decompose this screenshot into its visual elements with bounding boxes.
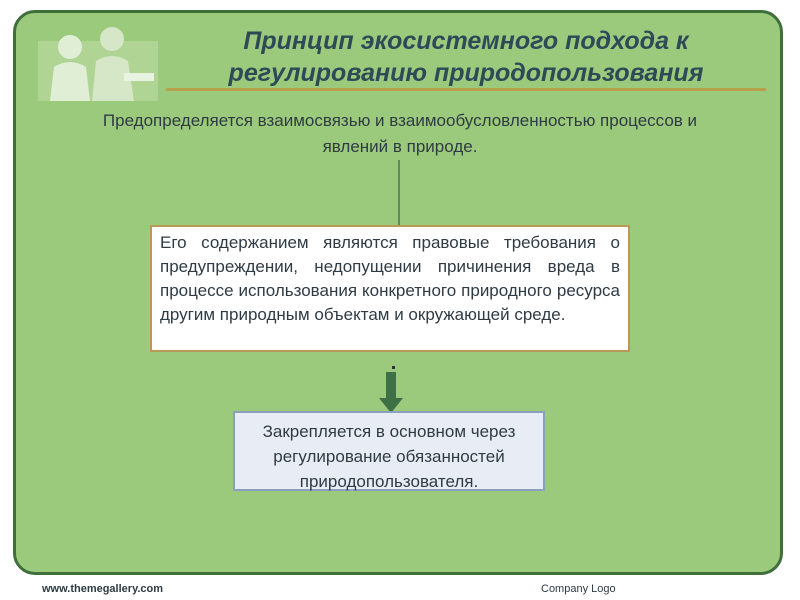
footer-company-logo: Company Logo bbox=[541, 583, 616, 595]
people-silhouette-icon bbox=[38, 27, 158, 101]
result-box: Закрепляется в основном через регулирова… bbox=[233, 411, 545, 491]
slide-title: Принцип экосистемного подхода к регулиро… bbox=[228, 27, 704, 87]
footer-website-link[interactable]: www.themegallery.com bbox=[42, 583, 164, 595]
dot-marker bbox=[392, 366, 395, 369]
thick-arrow-down-icon bbox=[379, 372, 403, 413]
intro-text: Предопределяется взаимосвязью и взаимооб… bbox=[102, 111, 698, 156]
title-underline bbox=[166, 88, 766, 91]
content-box: Его содержанием являются правовые требов… bbox=[150, 225, 630, 352]
